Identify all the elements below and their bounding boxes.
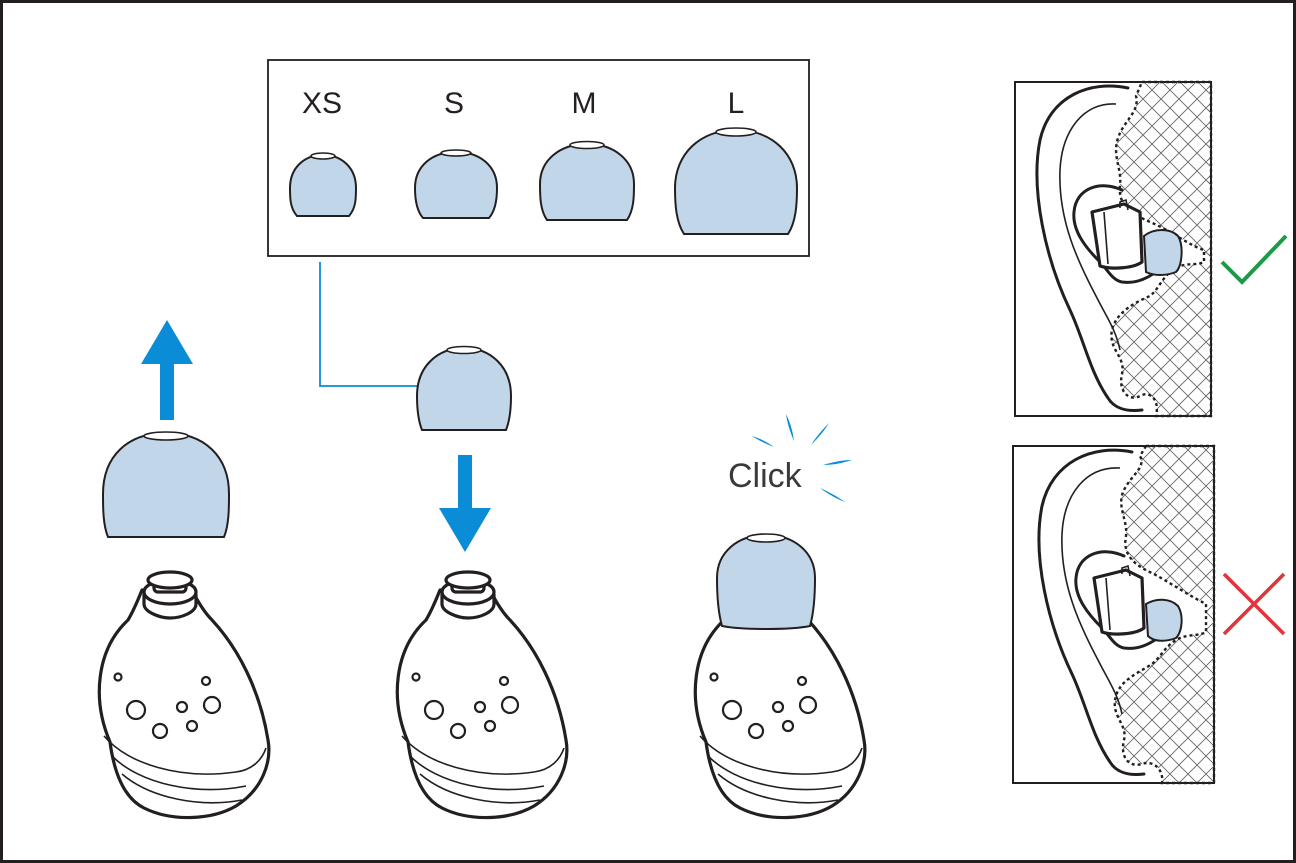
step-click-in-place: Click	[693, 414, 867, 820]
check-icon	[1220, 234, 1288, 285]
head-area	[1113, 444, 1216, 785]
size-label-m: M	[572, 87, 597, 120]
earbud-body-2	[395, 570, 569, 820]
removed-ear-tip	[101, 431, 231, 538]
ear-tip-s	[413, 149, 499, 219]
new-ear-tip	[415, 345, 513, 431]
earbud-body-1	[97, 570, 271, 820]
click-label: Click	[728, 457, 803, 495]
ear-tip-xs	[288, 152, 358, 217]
callout-line	[319, 262, 420, 387]
arrow-down-icon	[439, 455, 491, 552]
earbud-in-ear-wrong	[1092, 564, 1183, 642]
earbud-body-3	[693, 588, 867, 820]
correct-fit-panel	[1014, 80, 1288, 418]
ear-tip-l	[673, 127, 799, 235]
earbud-in-ear-correct	[1090, 198, 1183, 276]
size-label-xs: XS	[302, 87, 342, 120]
head-area	[1110, 80, 1213, 418]
click-burst-icon	[752, 414, 852, 502]
size-panel-frame	[267, 59, 810, 257]
step-remove-tip	[97, 320, 271, 820]
ear-tip-m	[538, 140, 636, 221]
attached-ear-tip	[715, 533, 817, 630]
size-label-s: S	[444, 87, 464, 120]
wrong-fit-panel	[1012, 444, 1286, 785]
step-attach-tip	[395, 345, 569, 820]
cross-icon	[1222, 572, 1286, 636]
ear-tip-size-panel: XS S M L	[267, 59, 810, 257]
size-label-l: L	[728, 87, 745, 120]
arrow-up-icon	[141, 320, 193, 420]
